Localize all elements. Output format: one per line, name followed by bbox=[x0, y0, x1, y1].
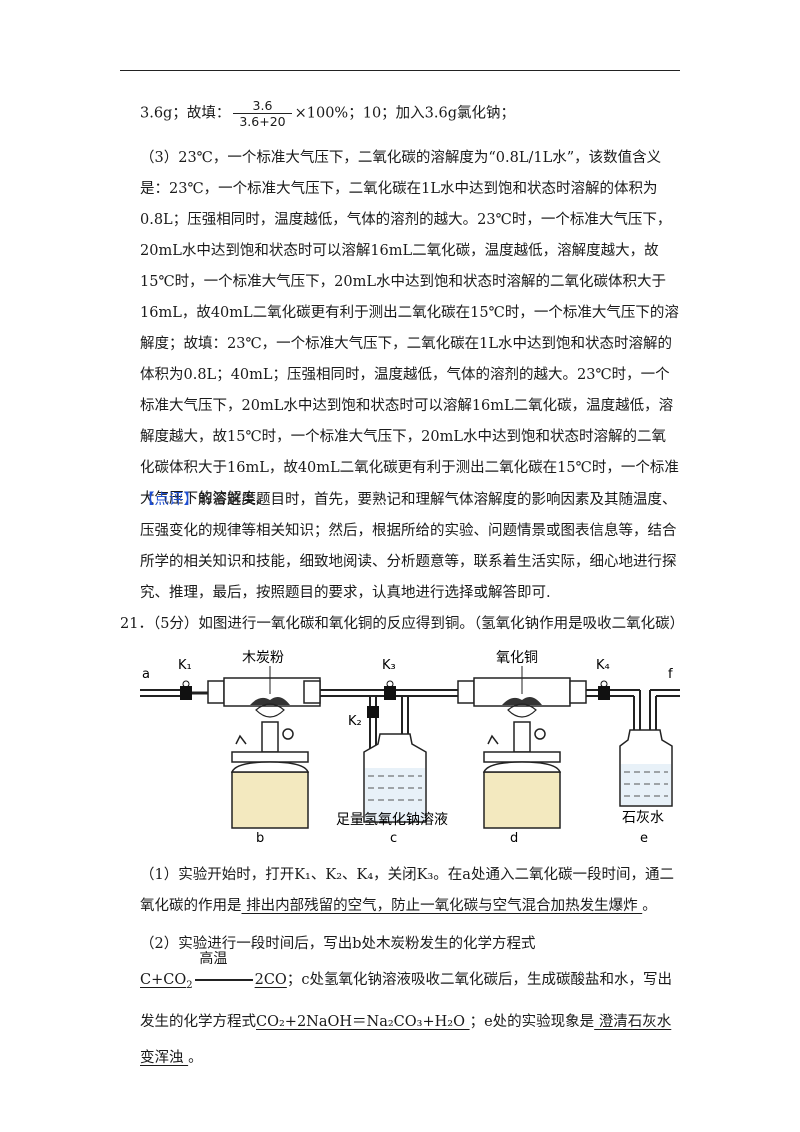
question-21-title: 21．（5分）如图进行一氧化碳和氧化铜的反应得到铜。（氢氧化钠作用是吸收二氧化碳… bbox=[120, 616, 685, 632]
subquestion-2-text: （2）实验进行一段时间后，写出b处木炭粉发生的化学方程式 bbox=[140, 936, 536, 952]
fraction-numerator: 3.6 bbox=[233, 98, 292, 114]
answer-phenomenon: 澄清石灰水变浑浊 bbox=[140, 1013, 672, 1066]
flame-b bbox=[255, 703, 285, 718]
header-rule bbox=[120, 70, 680, 71]
burner-stand-b bbox=[231, 771, 309, 829]
valve-k1 bbox=[180, 686, 192, 700]
valve-k2 bbox=[367, 706, 379, 718]
reaction-condition: 高温 bbox=[199, 951, 228, 967]
subquestion-1: （1）实验开始时，打开K₁、K₂、K₄，关闭K₃。在a处通入二氧化碳一段时间，通… bbox=[140, 867, 674, 914]
copper-oxide-powder bbox=[502, 696, 542, 705]
valve-k3 bbox=[384, 686, 396, 700]
label-e: e bbox=[640, 831, 648, 846]
apparatus-diagram: a K₁ 木炭粉 b K₃ K₂ 足量氢氧化钠溶液 c 氧化铜 bbox=[140, 650, 680, 846]
label-cuo: 氧化铜 bbox=[496, 650, 538, 666]
burner-stand-d bbox=[483, 771, 561, 829]
equation-naoh: CO₂+2NaOH＝Na₂CO₃+H₂O bbox=[256, 1013, 470, 1030]
label-limewater: 石灰水 bbox=[622, 810, 664, 826]
label-k1: K₁ bbox=[178, 658, 192, 673]
comment-tag: 【点评】 bbox=[140, 492, 198, 508]
label-charcoal: 木炭粉 bbox=[242, 650, 284, 666]
fill-prefix: 3.6g；故填： bbox=[140, 105, 231, 122]
charcoal-powder bbox=[250, 696, 290, 705]
subquestion-1-text: （1）实验开始时，打开K₁、K₂、K₄，关闭K₃。在a处通入二氧化碳一段时间，通… bbox=[140, 867, 674, 914]
comment-paragraph: 【点评】解答这类题目时，首先，要熟记和理解气体溶解度的影响因素及其随温度、压强变… bbox=[140, 485, 680, 609]
fill-suffix: ×100%；10；加入3.6g氯化钠； bbox=[294, 105, 516, 122]
flame-d bbox=[507, 703, 537, 718]
label-d: d bbox=[510, 831, 518, 846]
label-c: c bbox=[390, 831, 397, 846]
label-k3: K₃ bbox=[382, 658, 396, 673]
label-k2: K₂ bbox=[348, 714, 362, 729]
label-f: f bbox=[668, 667, 673, 682]
comment-text: 解答这类题目时，首先，要熟记和理解气体溶解度的影响因素及其随温度、压强变化的规律… bbox=[140, 492, 677, 601]
answer-1: 排出内部残留的空气，防止一氧化碳与空气混合加热发生爆炸 bbox=[241, 898, 643, 914]
equation-arrow bbox=[194, 979, 253, 981]
label-b: b bbox=[256, 831, 264, 846]
fraction-denominator: 3.6+20 bbox=[239, 114, 286, 129]
label-naoh: 足量氢氧化钠溶液 bbox=[336, 812, 448, 828]
label-a: a bbox=[142, 667, 150, 682]
paragraph-part3: （3）23℃，一个标准大气压下，二氧化碳的溶解度为“0.8L/1L水”，该数值含… bbox=[140, 150, 679, 507]
label-k4: K₄ bbox=[596, 658, 610, 673]
valve-k4 bbox=[598, 686, 610, 700]
